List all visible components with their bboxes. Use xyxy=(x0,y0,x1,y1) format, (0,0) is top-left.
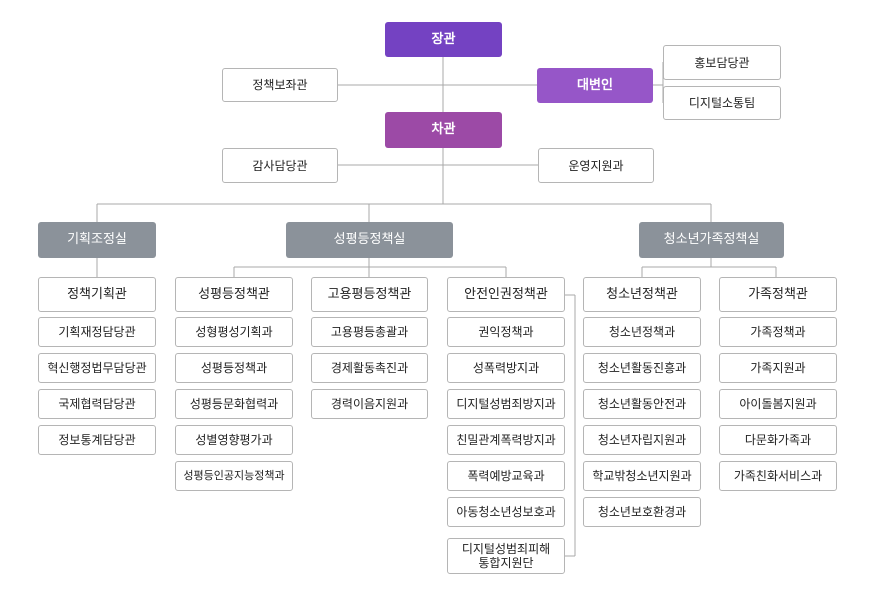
division-box: 고용평등총괄과 xyxy=(311,317,428,347)
vice-minister-box: 차관 xyxy=(385,112,502,148)
division-box: 가족정책과 xyxy=(719,317,837,347)
division-box: 아동청소년성보호과 xyxy=(447,497,565,527)
division-box: 권익정책과 xyxy=(447,317,565,347)
youth-policy-bureau-box: 청소년정책관 xyxy=(583,277,701,312)
division-box: 학교밖청소년지원과 xyxy=(583,461,701,491)
division-box: 아이돌봄지원과 xyxy=(719,389,837,419)
division-box: 성형평성기획과 xyxy=(175,317,293,347)
division-box: 가족친화서비스과 xyxy=(719,461,837,491)
division-box: 폭력예방교육과 xyxy=(447,461,565,491)
policy-advisor-box: 정책보좌관 xyxy=(222,68,338,102)
division-box: 성폭력방지과 xyxy=(447,353,565,383)
division-box: 청소년정책과 xyxy=(583,317,701,347)
division-box: 다문화가족과 xyxy=(719,425,837,455)
division-box: 성평등정책과 xyxy=(175,353,293,383)
division-box: 성별영향평가과 xyxy=(175,425,293,455)
division-box: 친밀관계폭력방지과 xyxy=(447,425,565,455)
division-box: 청소년활동안전과 xyxy=(583,389,701,419)
audit-officer-box: 감사담당관 xyxy=(222,148,338,183)
division-box: 기획재정담당관 xyxy=(38,317,156,347)
spokesperson-box: 대변인 xyxy=(537,68,653,103)
division-box: 디지털성범죄피해 통합지원단 xyxy=(447,538,565,574)
youth-family-office-header: 청소년가족정책실 xyxy=(639,222,784,258)
division-box: 디지털성범죄방지과 xyxy=(447,389,565,419)
division-box: 경제활동촉진과 xyxy=(311,353,428,383)
safety-human-rights-bureau-box: 안전인권정책관 xyxy=(447,277,565,312)
division-box: 정보통계담당관 xyxy=(38,425,156,455)
division-box: 청소년활동진흥과 xyxy=(583,353,701,383)
minister-box: 장관 xyxy=(385,22,502,57)
division-box: 가족지원과 xyxy=(719,353,837,383)
division-box: 성평등문화협력과 xyxy=(175,389,293,419)
digital-communication-team-box: 디지털소통팀 xyxy=(663,86,781,120)
pr-officer-box: 홍보담당관 xyxy=(663,45,781,80)
gender-equality-bureau-box: 성평등정책관 xyxy=(175,277,293,312)
division-box: 성평등인공지능정책과 xyxy=(175,461,293,491)
division-box: 국제협력담당관 xyxy=(38,389,156,419)
division-box: 혁신행정법무담당관 xyxy=(38,353,156,383)
division-box: 청소년자립지원과 xyxy=(583,425,701,455)
employment-equality-bureau-box: 고용평등정책관 xyxy=(311,277,428,312)
family-policy-bureau-box: 가족정책관 xyxy=(719,277,837,312)
gender-equality-office-header: 성평등정책실 xyxy=(286,222,453,258)
division-box: 경력이음지원과 xyxy=(311,389,428,419)
policy-planning-officer-box: 정책기획관 xyxy=(38,277,156,312)
operations-division-box: 운영지원과 xyxy=(538,148,654,183)
division-box: 청소년보호환경과 xyxy=(583,497,701,527)
planning-office-header: 기획조정실 xyxy=(38,222,156,258)
